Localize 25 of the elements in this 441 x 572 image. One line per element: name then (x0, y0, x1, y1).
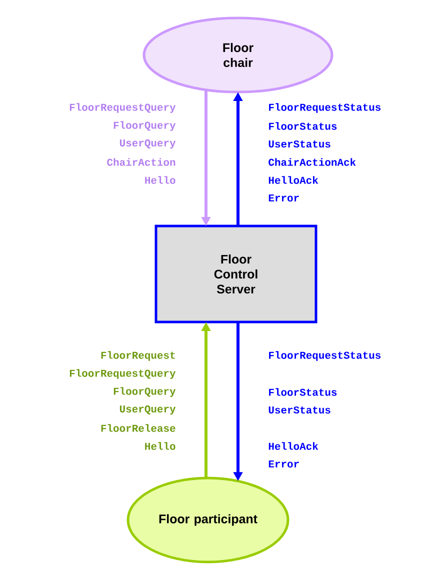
message-label: FloorRequestStatus (269, 351, 381, 361)
message-label: UserQuery (120, 405, 176, 415)
message-label: FloorQuery (114, 121, 176, 131)
message-label: Hello (145, 442, 176, 450)
message-label: FloorRequestStatus (269, 103, 381, 113)
message-label: FloorStatus (269, 122, 337, 130)
message-label: Error (268, 194, 299, 202)
message-label: FloorRequest (101, 351, 175, 361)
message-label: FloorRequestQuery (70, 369, 176, 379)
message-label: HelloAck (268, 176, 318, 184)
message-label: UserStatus (268, 140, 330, 148)
ellipse-node: Floor participant (126, 476, 290, 564)
message-label: FloorRequestQuery (70, 103, 176, 113)
message-label: Hello (145, 176, 176, 184)
message-label: FloorStatus (269, 388, 337, 396)
message-label: ChairAction (107, 158, 176, 166)
message-label: FloorQuery (114, 387, 176, 397)
message-label: UserStatus (268, 406, 330, 414)
ellipse-node: Floor chair (142, 16, 334, 94)
message-label: UserQuery (120, 139, 176, 149)
message-label: ChairActionAck (268, 158, 356, 166)
server-box: Floor Control Server (154, 224, 318, 324)
message-label: HelloAck (268, 442, 318, 450)
message-label: FloorRelease (101, 424, 176, 432)
message-label: Error (268, 460, 299, 468)
